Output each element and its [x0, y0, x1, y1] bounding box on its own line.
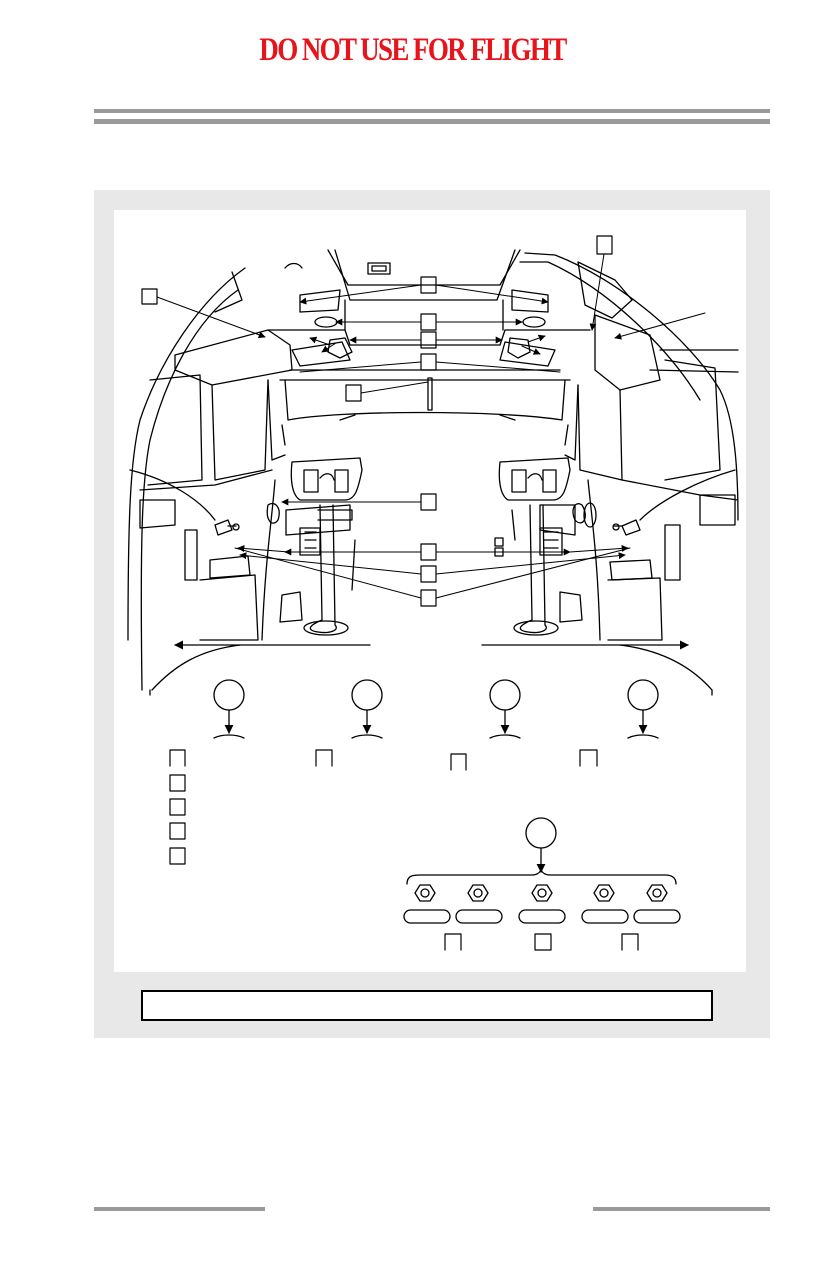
side-levers: [214, 519, 641, 536]
control-yoke-right: [494, 457, 597, 636]
figure-caption-box: [141, 990, 713, 1021]
cockpit-outline-right: [519, 252, 739, 691]
floor-lines: [149, 640, 713, 696]
overhead-structure: [267, 249, 591, 446]
washer-ovals: [403, 909, 681, 924]
fastener-detail: [403, 817, 681, 951]
detail-reference-boxes: [169, 749, 598, 865]
fastener-label-boxes: [444, 933, 639, 951]
control-yoke-left: [279, 457, 363, 636]
footer-rule-left: [94, 1207, 265, 1211]
leader-lines: [156, 253, 706, 599]
detail-view-circles: [213, 679, 659, 739]
cockpit-outline-left: [127, 267, 293, 691]
header-rule-thin: [94, 109, 770, 113]
hex-nut-icons: [414, 884, 668, 902]
do-not-use-for-flight-warning: DO NOT USE FOR FLIGHT: [259, 32, 567, 68]
footer-rule-right: [593, 1207, 770, 1211]
header-rule-thick: [94, 119, 770, 124]
figure-panel: [114, 210, 746, 972]
